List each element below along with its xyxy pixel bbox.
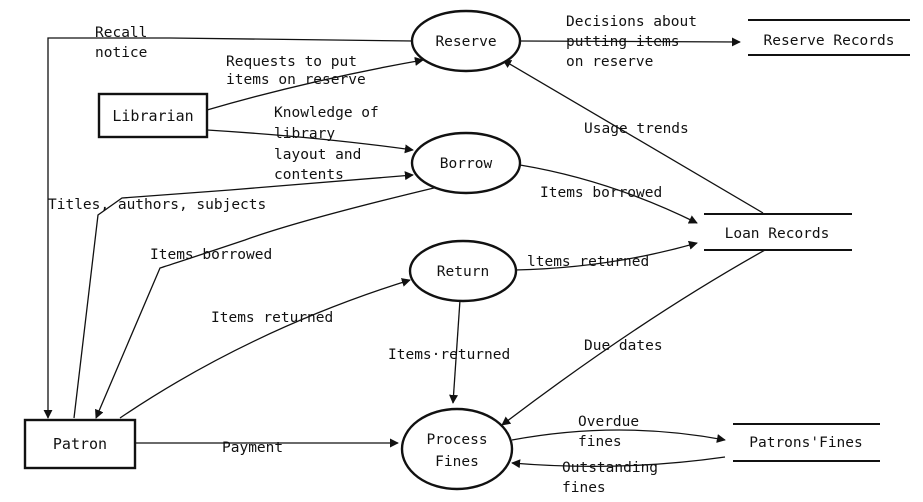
label-knowledge-layout-3: layout and — [274, 147, 361, 163]
edge-items-returned-store — [514, 240, 698, 271]
store-loan-records-label: Loan Records — [725, 226, 830, 242]
edge-due-dates — [501, 249, 766, 426]
process-return-label: Return — [437, 264, 489, 280]
label-outstanding-fines-1: Outstanding — [562, 460, 658, 476]
process-fines-label-line2: Fines — [435, 454, 479, 470]
edge-requests-reserve — [206, 56, 424, 111]
label-knowledge-layout-4: contents — [274, 167, 344, 183]
label-payment: Payment — [222, 440, 283, 456]
process-reserve-label: Reserve — [435, 34, 496, 50]
store-loan-records: Loan Records — [704, 213, 852, 251]
store-patrons-fines: Patrons'Fines — [733, 423, 880, 462]
label-knowledge-layout-1: Knowledge of — [274, 105, 379, 121]
store-patrons-fines-label: Patrons'Fines — [749, 435, 863, 451]
flow-lines — [43, 37, 766, 469]
entity-librarian-label: Librarian — [112, 107, 193, 125]
edge-titles-authors — [73, 171, 414, 419]
edge-outstanding-fines — [511, 456, 726, 469]
edge-knowledge-layout — [206, 129, 414, 154]
process-return: Return — [408, 239, 518, 303]
label-outstanding-fines-2: fines — [562, 480, 606, 496]
store-reserve-records: Reserve Records — [748, 19, 910, 56]
label-knowledge-layout-2: library — [274, 126, 335, 142]
edge-overdue-fines — [511, 429, 726, 443]
label-titles-authors: Titles, authors, subjects — [48, 197, 266, 213]
edge-items-returned-fines — [449, 299, 461, 404]
label-items-borrowed-store: Items borrowed — [540, 185, 662, 201]
label-decisions-reserve-3: on reserve — [566, 54, 653, 70]
edge-items-borrowed-store — [519, 164, 698, 224]
label-recall-notice-2: notice — [95, 45, 147, 61]
label-items-returned-patron: Items returned — [211, 310, 333, 326]
edge-items-borrowed-patron — [95, 186, 439, 419]
label-requests-reserve-1: Requests to put — [226, 54, 357, 70]
edge-usage-trends — [502, 59, 764, 214]
label-recall-notice-1: Recall — [95, 25, 147, 41]
process-fines-label-line1: Process — [426, 432, 487, 448]
process-borrow-label: Borrow — [440, 156, 493, 172]
entity-patron: Patron — [23, 418, 137, 470]
label-overdue-fines-2: fines — [578, 434, 622, 450]
label-decisions-reserve-2: putting items — [566, 34, 680, 50]
process-reserve: Reserve — [410, 9, 522, 73]
label-overdue-fines-1: Overdue — [578, 414, 639, 430]
edge-decisions-reserve — [519, 37, 741, 47]
label-items-returned-store: ltems returned — [527, 254, 649, 270]
label-requests-reserve-2: items on reserve — [226, 72, 366, 88]
flow-labels: Recall notice Requests to put items on r… — [48, 14, 697, 496]
label-items-returned-fines: Items·returned — [388, 347, 510, 363]
label-decisions-reserve-1: Decisions about — [566, 14, 697, 30]
edge-recall-notice — [43, 37, 414, 419]
label-items-borrowed-patron: Items borrowed — [150, 247, 272, 263]
entity-librarian: Librarian — [97, 92, 209, 139]
process-process-fines: Process Fines — [400, 407, 514, 491]
process-borrow: Borrow — [410, 131, 522, 195]
edge-items-returned-patron — [119, 278, 411, 419]
label-usage-trends: Usage trends — [584, 121, 689, 137]
entity-patron-label: Patron — [53, 435, 107, 453]
store-reserve-records-label: Reserve Records — [764, 33, 895, 49]
label-due-dates: Due dates — [584, 338, 663, 354]
